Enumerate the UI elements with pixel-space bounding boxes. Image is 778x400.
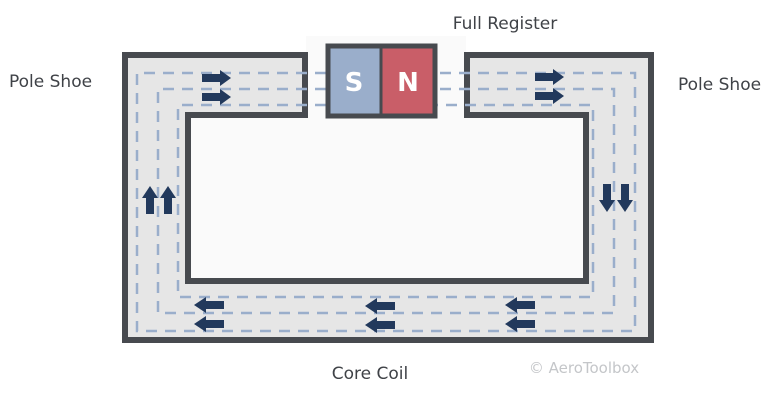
full-register-label: Full Register — [453, 14, 557, 34]
magnetic-core — [122, 52, 654, 343]
copyright-credit: © AeroToolbox — [529, 359, 639, 377]
flux-lines — [135, 71, 637, 333]
north-pole-label: N — [397, 68, 419, 98]
flux-line-inner — [176, 103, 595, 299]
flux-line-outer — [135, 71, 637, 333]
magnet-north-pole — [381, 46, 435, 116]
up-arrow-icon — [142, 186, 176, 214]
flux-line-middle — [156, 87, 616, 315]
left-arrow-icon — [194, 297, 224, 332]
left-arrow-icon — [365, 298, 395, 333]
core-cutout — [191, 118, 583, 278]
left-arrow-icon — [505, 297, 535, 332]
permanent-magnet: S N — [325, 43, 438, 119]
right-arrow-icon — [535, 69, 564, 104]
magnet-south-pole — [328, 46, 381, 116]
core-coil-label: Core Coil — [332, 364, 408, 384]
south-pole-label: S — [345, 68, 364, 98]
right-arrow-icon — [202, 70, 231, 105]
down-arrow-icon — [599, 184, 633, 212]
right-pole-shoe-label: Pole Shoe — [678, 75, 761, 95]
left-pole-shoe-label: Pole Shoe — [9, 72, 92, 92]
